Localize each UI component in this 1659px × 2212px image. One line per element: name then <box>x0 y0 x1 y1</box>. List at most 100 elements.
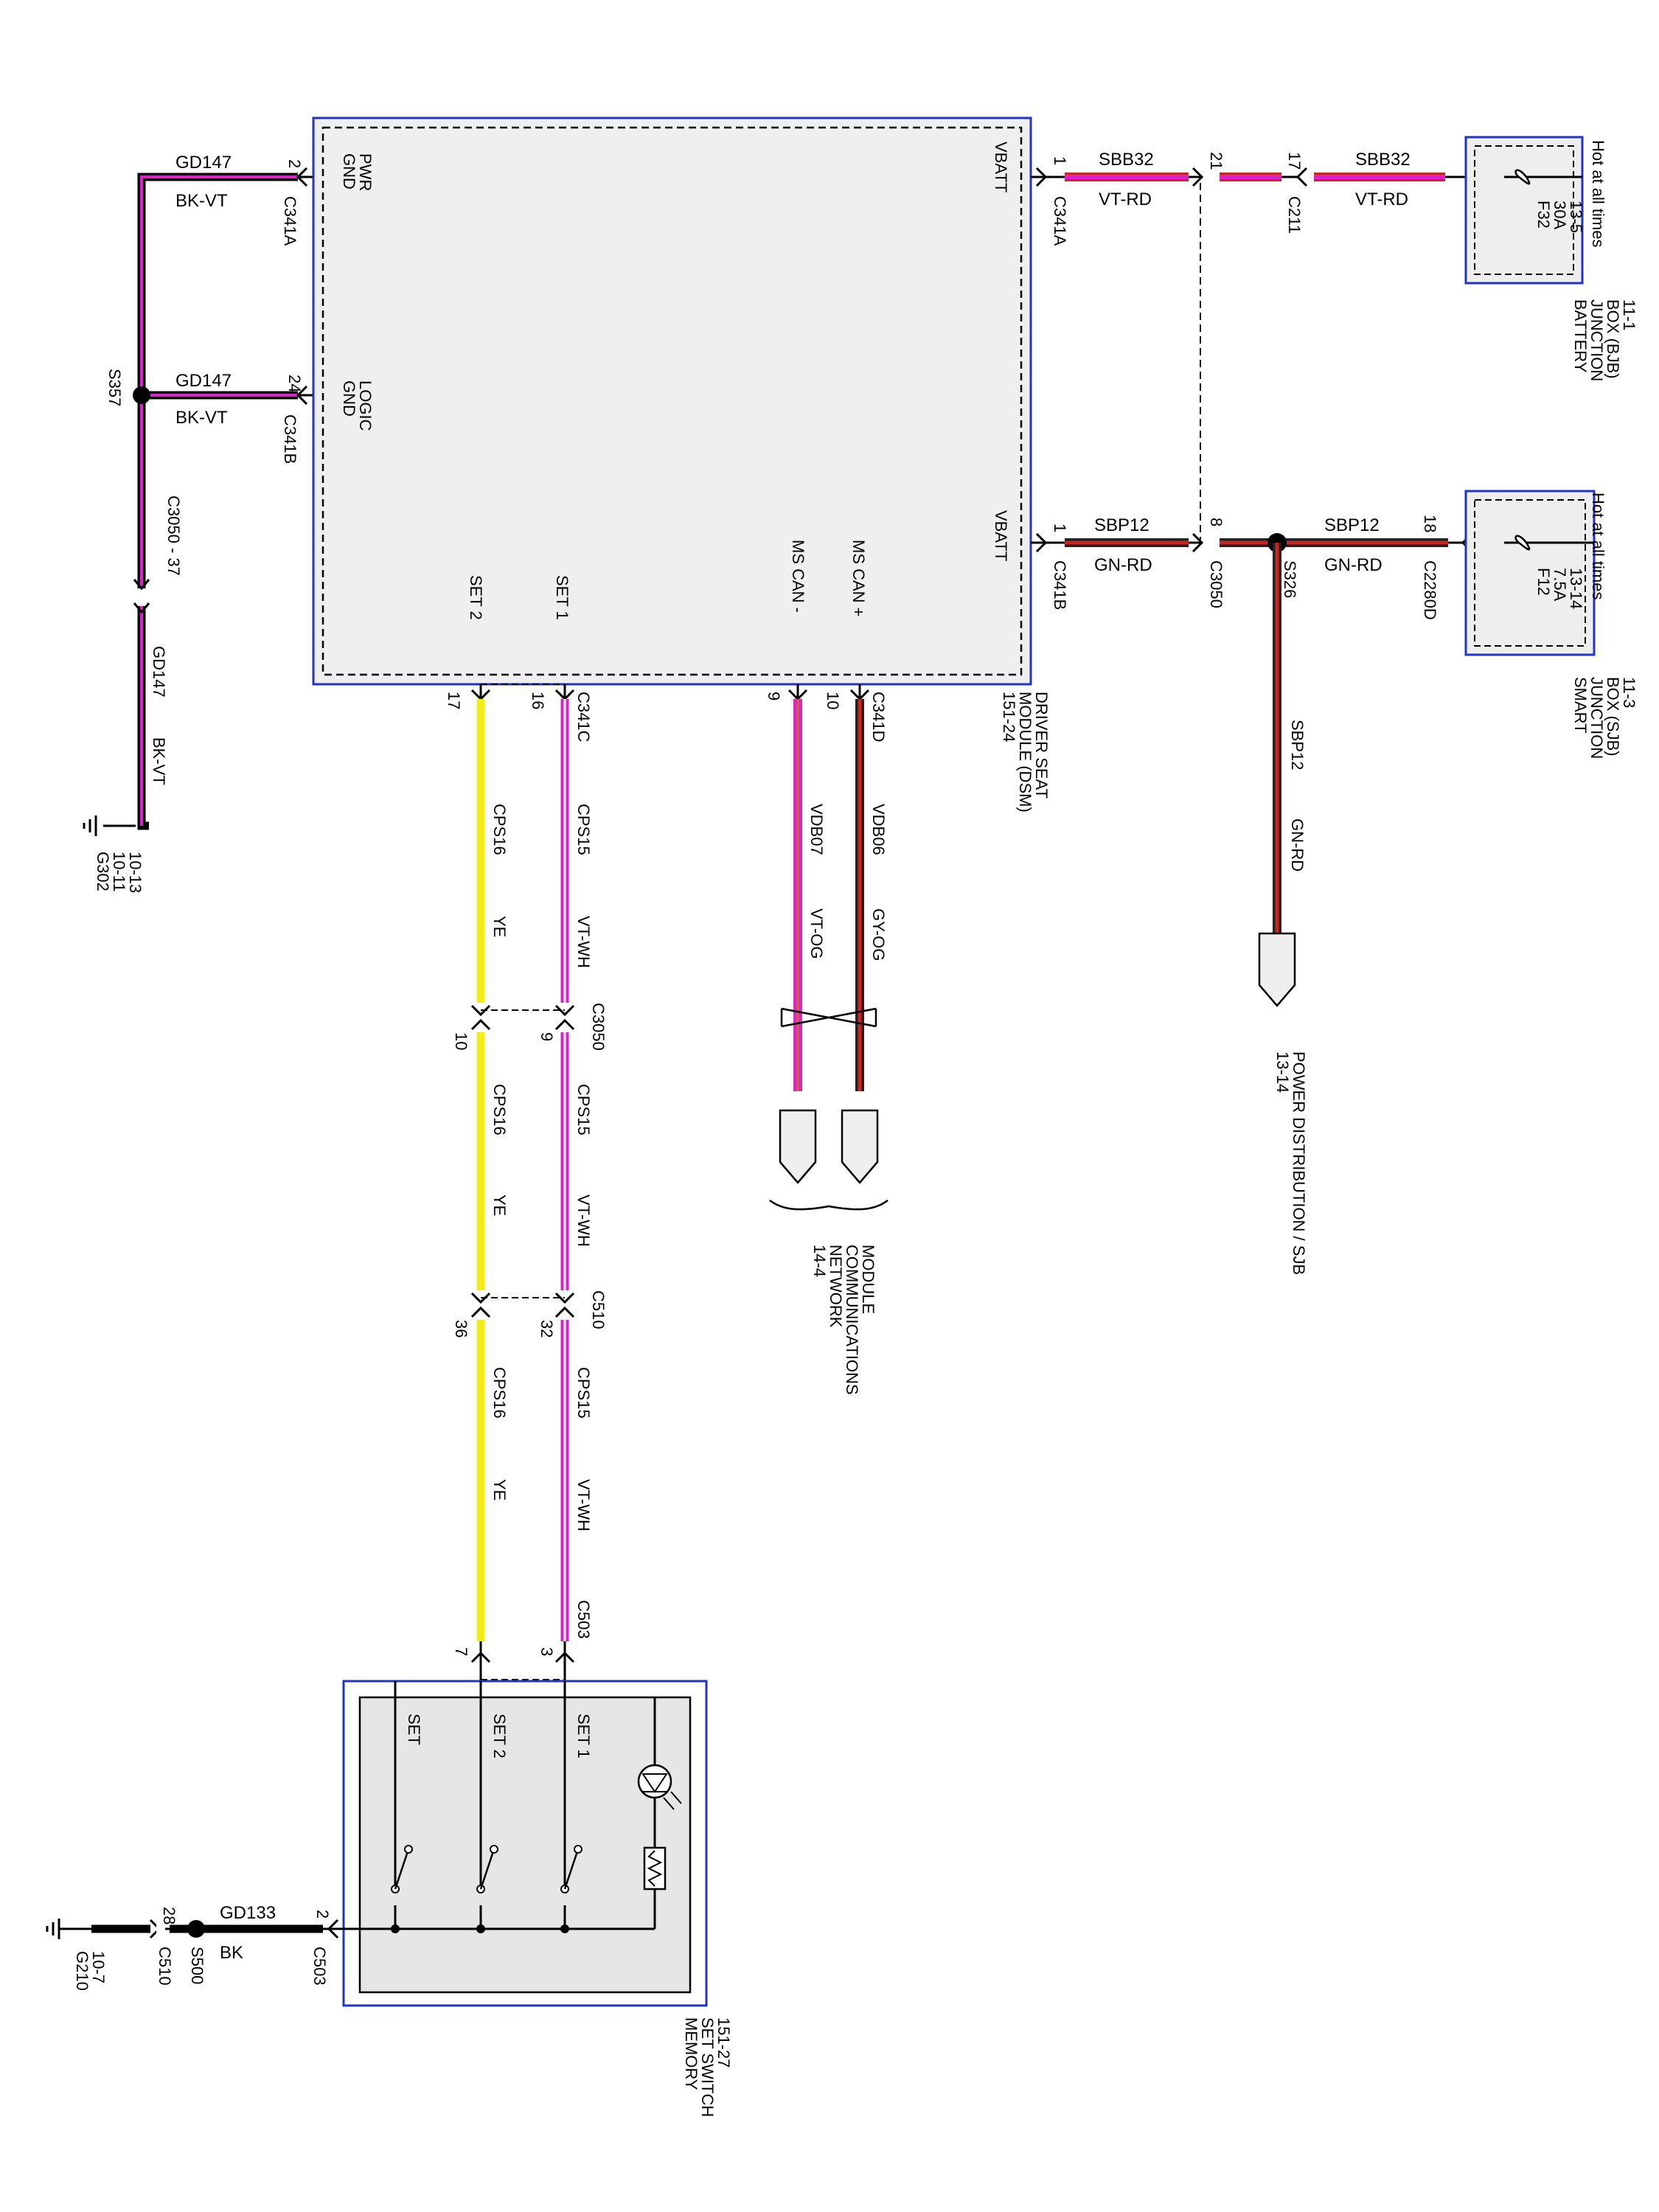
led-indicator-icon <box>637 1764 682 1810</box>
can-minus-pin: 9 <box>765 692 783 700</box>
c3050-pin-9: 9 <box>538 1032 556 1041</box>
driver-seat-module[interactable] <box>312 116 1032 686</box>
cps15-wire-label-a: CPS15 <box>574 804 593 855</box>
ground-g210-symbol <box>46 1919 91 1939</box>
sjb-name: SMARTJUNCTIONBOX (SJB)11-3 <box>1571 677 1638 759</box>
cps16-wire-label-a: CPS16 <box>490 804 509 855</box>
c510-set-label: C510 <box>589 1290 608 1329</box>
cps16-color-label-b: YE <box>490 1194 509 1216</box>
vdb06-wire-label: VDB06 <box>869 804 888 855</box>
splice-s326-label: S326 <box>1281 560 1299 598</box>
c211-label: C211 <box>1285 196 1304 234</box>
dsm-pin-vbatt-a-label: VBATT <box>992 142 1010 192</box>
c341c-pin-17: 17 <box>445 692 463 709</box>
dsm-pin-set1-label: SET 1 <box>553 575 571 620</box>
dsm-pin-vbatt-b-label: VBATT <box>992 510 1010 561</box>
can-plus-pointer <box>841 1109 879 1184</box>
bjb-hot-label: Hot at all times <box>1589 140 1607 248</box>
c211-pin-17: 17 <box>1285 152 1304 170</box>
memory-set-switch-name: MEMORYSET SWITCH151-27 <box>682 2017 733 2117</box>
fuse-f12-symbol <box>1514 535 1531 551</box>
c3050-37-connector-symbol <box>133 579 150 614</box>
can-conn-c341d: C341D <box>869 692 888 742</box>
gd147-pin-2: 2 <box>285 159 304 168</box>
gd147-color-label-lower: BK-VT <box>150 737 168 785</box>
cps16-wire-label-c: CPS16 <box>490 1367 509 1419</box>
c2280d-pin-18: 18 <box>1421 515 1439 532</box>
c3050-37-gap <box>133 588 150 606</box>
sbp12-color-label-a: GN-RD <box>1094 555 1152 575</box>
c3050-37-label: C3050 - 37 <box>164 495 183 576</box>
c3050-set-label: C3050 <box>589 1003 608 1051</box>
can-plus-connector-symbol <box>849 684 870 701</box>
vbatt-a-conn-c341a: C341A <box>1051 196 1069 246</box>
can-minus-connector-symbol <box>787 684 808 701</box>
c3050-21-connector-symbol <box>1189 167 1204 187</box>
ground-g302-symbol <box>83 815 136 836</box>
dsm-name: DRIVER SEATMODULE (DSM)151-24 <box>1000 692 1051 813</box>
bus-node-set2 <box>476 1924 485 1933</box>
fuse-f32-label: F3230A13-5 <box>1534 201 1585 233</box>
gd133-color-label: BK <box>220 1943 243 1963</box>
splice-s500 <box>187 1920 205 1938</box>
cps15-wire-label-c: CPS15 <box>574 1367 593 1419</box>
dsm-pin-pwr-gnd-label: PWRGND <box>340 153 375 191</box>
power-distribution-label: POWER DISTRIBUTION / SJB13-14 <box>1273 1051 1308 1275</box>
dsm-pin2-connector-symbol <box>296 167 313 187</box>
dsm-pin-logic-gnd-label: LOGICGND <box>340 380 375 431</box>
cps15-wire-label-b: CPS15 <box>574 1084 593 1135</box>
sbb32-color-label-b: VT-RD <box>1355 189 1408 209</box>
ground-g302-label: G30210-1110-13 <box>94 852 145 893</box>
smart-junction-box[interactable] <box>1464 490 1596 656</box>
gd147-color-label-mid: BK-VT <box>175 408 228 428</box>
c3050-pin-10: 10 <box>452 1032 470 1050</box>
dsm-vbatt-b-connector-symbol <box>1031 532 1048 553</box>
splice-s500-label: S500 <box>188 1947 206 1984</box>
gd147-wire-label-mid: GD147 <box>175 371 232 391</box>
c510-pin-36: 36 <box>452 1320 470 1338</box>
vdb06-color-label: GY-OG <box>869 908 888 961</box>
c3050-set1-connector-symbol <box>554 1004 575 1031</box>
memory-set-switch[interactable] <box>342 1680 708 2007</box>
gd147-conn-c341a: C341A <box>281 196 299 246</box>
c211-connector-symbol <box>1281 167 1308 187</box>
switch-set1-label: SET 1 <box>574 1714 593 1759</box>
battery-junction-box[interactable] <box>1464 136 1584 285</box>
module-comm-network-label: MODULECOMMUNICATIONSNETWORK14-4 <box>810 1245 877 1395</box>
c3050-8-connector-symbol <box>1189 532 1204 553</box>
fuse-f12-label: F127.5A13-14 <box>1534 568 1585 609</box>
c510-pin-32: 32 <box>538 1320 556 1338</box>
c3050-pin-8: 8 <box>1207 518 1225 526</box>
resistor-icon <box>643 1846 667 1891</box>
vdb07-color-label: VT-OG <box>807 908 826 959</box>
cps15-color-label-a: VT-WH <box>574 916 593 968</box>
c503-pin-3: 3 <box>538 1647 556 1656</box>
vdb07-wire-label: VDB07 <box>807 804 826 855</box>
c510-ground-pin-28: 28 <box>160 1907 178 1924</box>
vbatt-b-conn-c341b: C341B <box>1051 560 1069 610</box>
gd147-color-label-top: BK-VT <box>175 191 228 211</box>
ground-g210-label: G21010-7 <box>73 1951 108 1991</box>
set2-dsm-connector-symbol <box>470 684 491 701</box>
dsm-vbatt-a-connector-symbol <box>1031 167 1048 187</box>
gd147-pin-24: 24 <box>285 375 304 392</box>
cps15-color-label-c: VT-WH <box>574 1479 593 1531</box>
cps16-color-label-c: YE <box>490 1479 509 1500</box>
wire-gd147-main-tracer <box>140 175 298 826</box>
c3050-label-vbatt: C3050 <box>1207 560 1225 608</box>
c503-set2-connector-symbol <box>470 1641 491 1681</box>
c341c-pin-16: 16 <box>529 692 547 709</box>
set-switch-contact <box>391 1845 413 1929</box>
sbb32-wire-label-b: SBB32 <box>1355 150 1411 170</box>
splice-s357 <box>133 386 150 404</box>
dsm-pin-set2-label: SET 2 <box>467 575 485 620</box>
gd147-wire-label-top: GD147 <box>175 153 232 173</box>
gd147-conn-c341b: C341B <box>281 414 299 464</box>
c2280d-label: C2280D <box>1421 560 1439 620</box>
c503-ground-pin-2: 2 <box>313 1910 332 1919</box>
bus-node-set1 <box>560 1924 569 1933</box>
can-minus-pointer <box>779 1109 817 1184</box>
set1-dsm-connector-symbol <box>554 684 575 701</box>
switch-set2-label: SET 2 <box>490 1714 509 1759</box>
